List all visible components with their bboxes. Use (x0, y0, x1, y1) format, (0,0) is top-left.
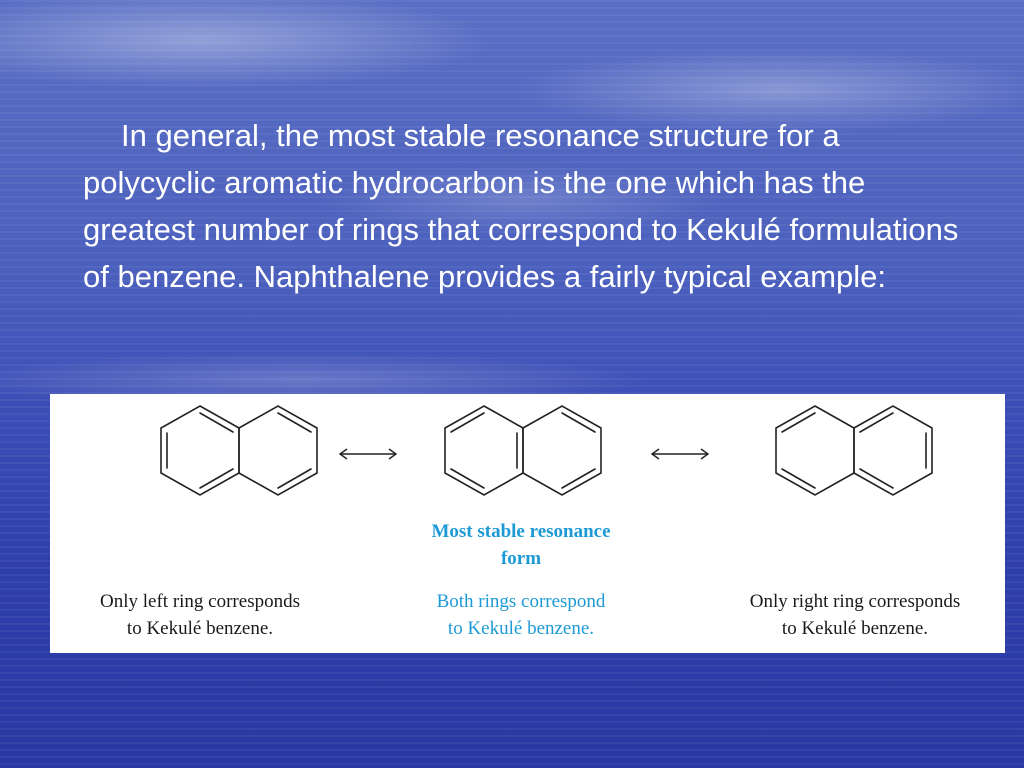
most-stable-label: Most stable resonance form (390, 518, 652, 572)
caption-middle-line2: to Kekulé benzene. (447, 618, 595, 639)
naphthalene-structure-middle (444, 405, 602, 496)
caption-right-line1: Only right ring corresponds (749, 591, 961, 612)
caption-middle: Both rings correspond to Kekulé benzene. (384, 588, 658, 642)
caption-left: Only left ring corresponds to Kekulé ben… (50, 588, 350, 642)
caption-left-line2: to Kekulé benzene. (126, 618, 274, 639)
body-paragraph: In general, the most stable resonance st… (83, 118, 959, 294)
resonance-arrow-left (338, 448, 398, 460)
caption-right-line2: to Kekulé benzene. (781, 618, 929, 639)
caption-middle-line1: Both rings correspond (436, 591, 606, 612)
most-stable-label-line2: form (500, 548, 542, 569)
caption-left-line1: Only left ring corresponds (100, 591, 300, 612)
caption-right: Only right ring corresponds to Kekulé be… (705, 588, 1005, 642)
naphthalene-structure-right (775, 405, 933, 496)
most-stable-label-line1: Most stable resonance (431, 521, 611, 542)
resonance-structures-drawing (160, 405, 933, 496)
naphthalene-resonance-figure: Most stable resonance form Only left rin… (50, 394, 1005, 653)
naphthalene-structure-left (160, 405, 318, 496)
resonance-arrow-right (650, 448, 710, 460)
